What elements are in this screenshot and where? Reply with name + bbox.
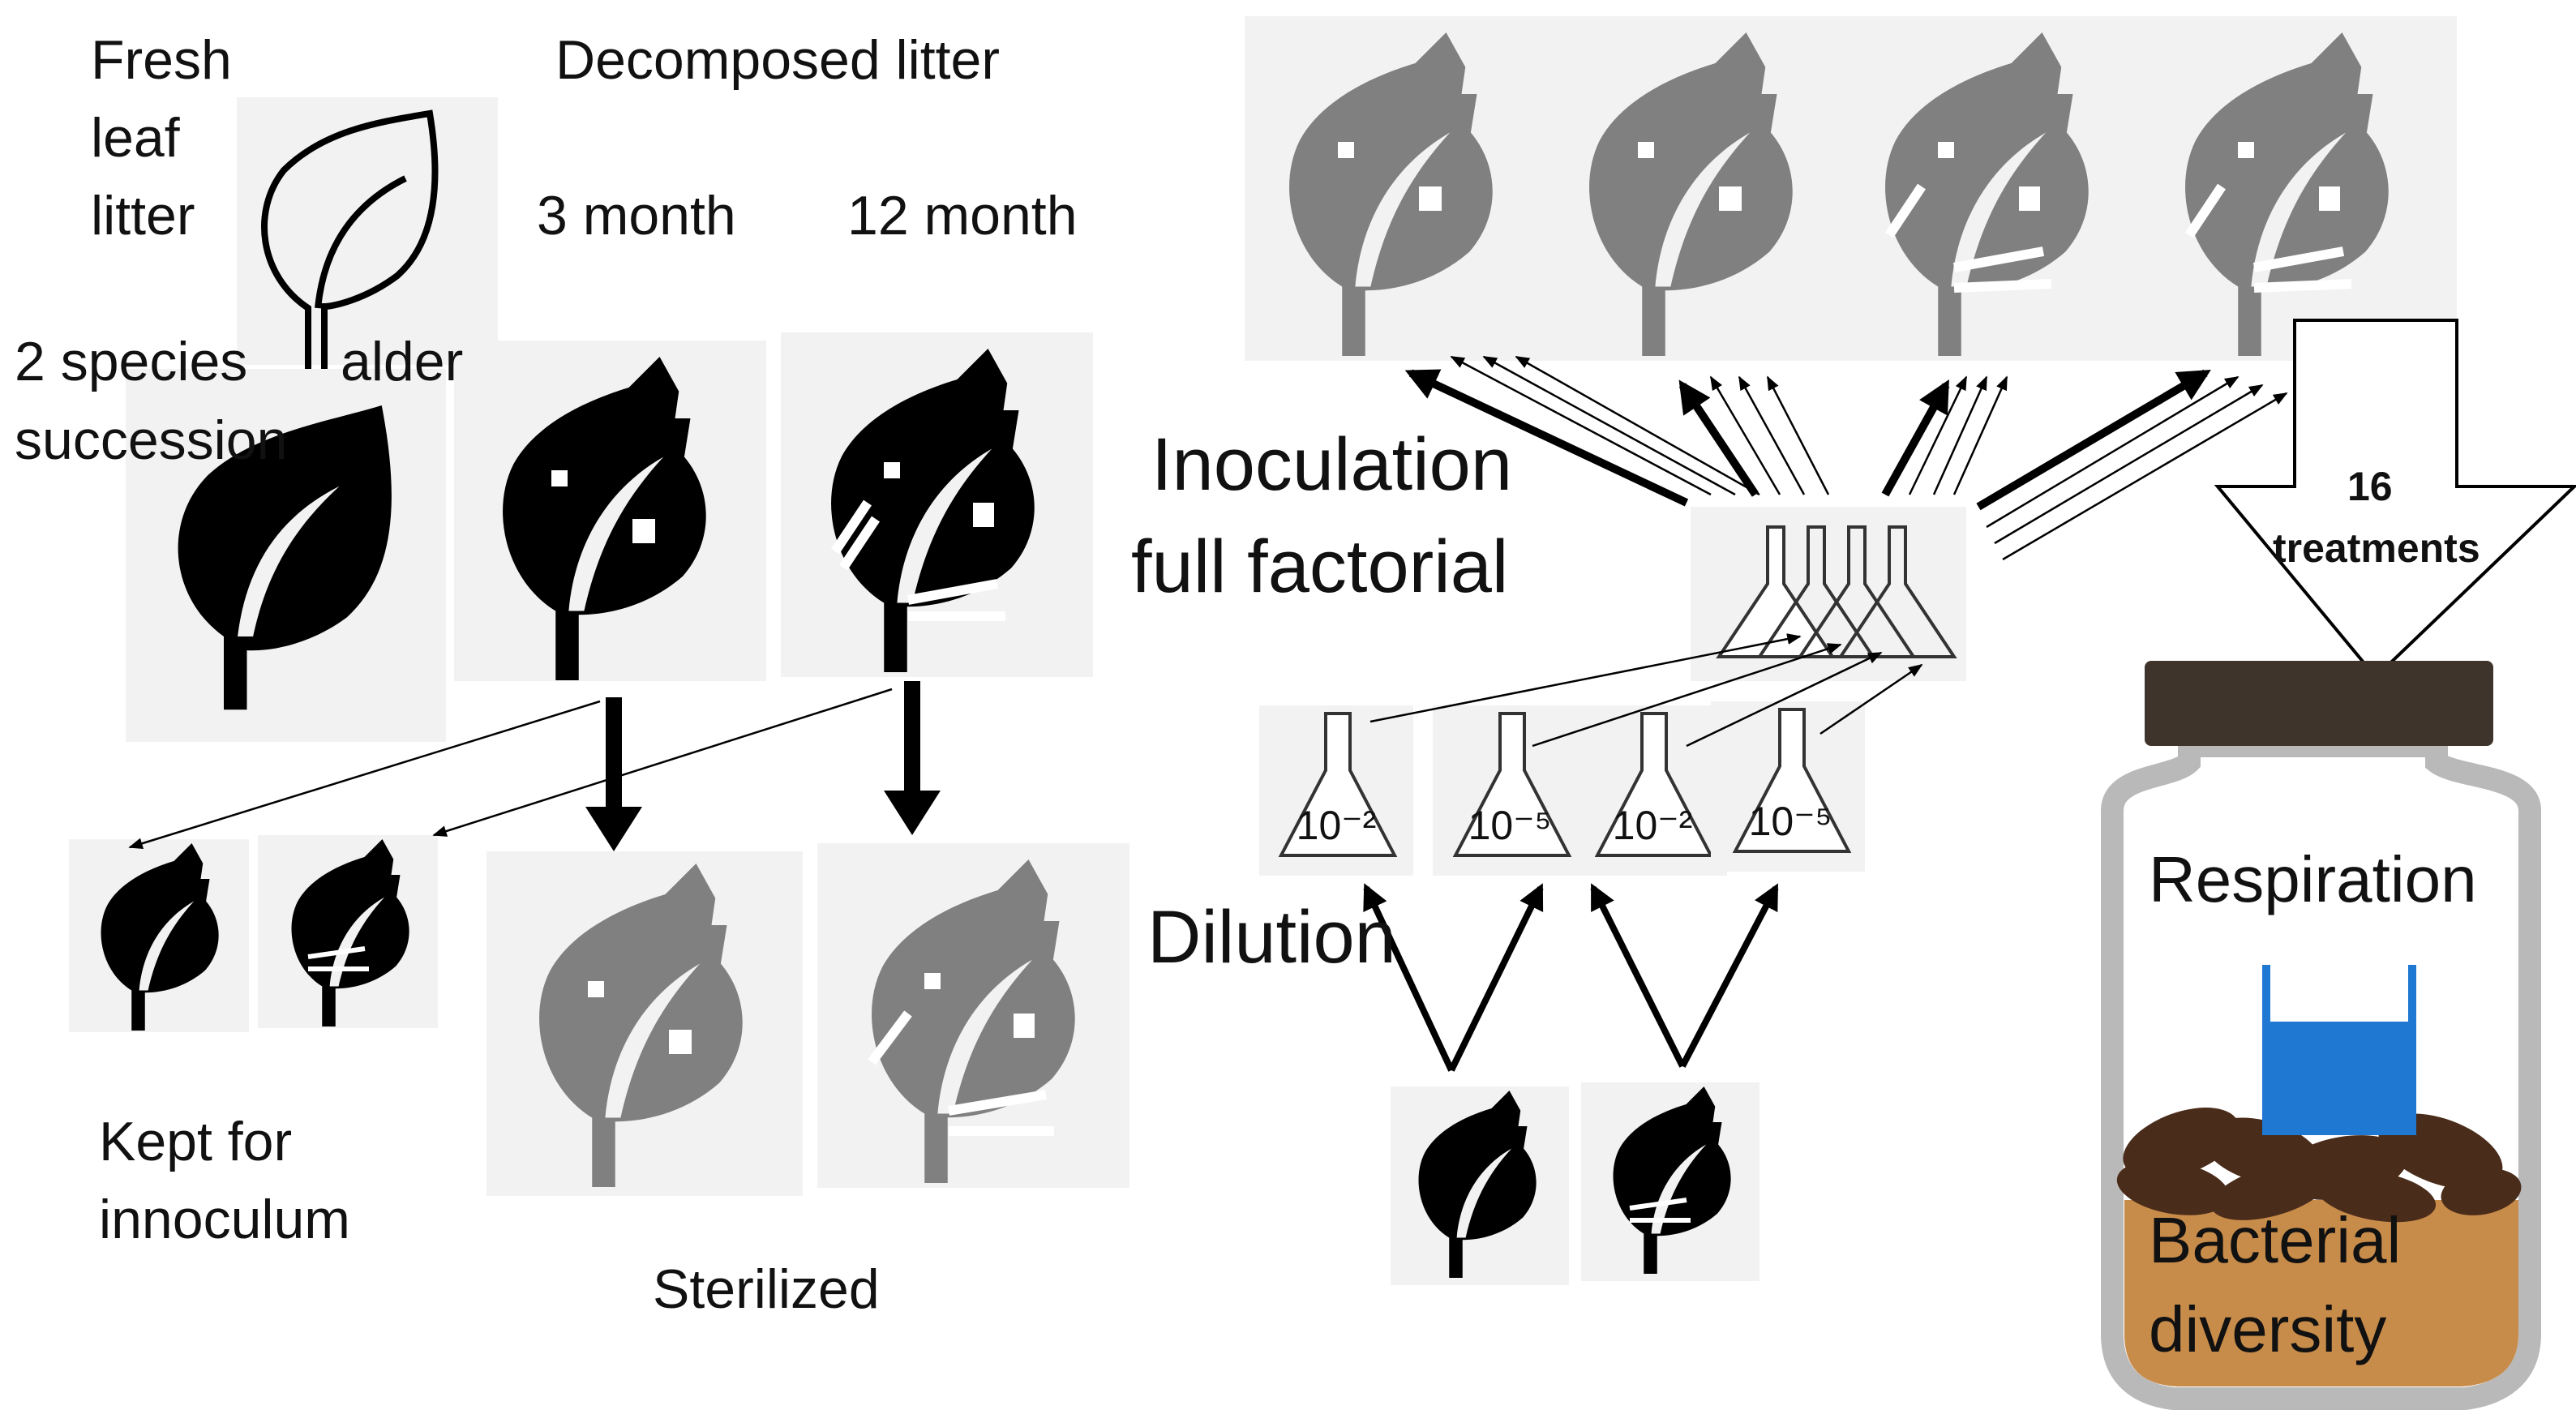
decomposed-litter-label: Decomposed litter [555,29,1001,91]
inoculation-arrows [1404,355,2288,561]
fresh-label-1: Fresh [91,29,232,91]
full-factorial-label: full factorial [1131,525,1509,608]
innoculum-label: innoculum [99,1189,350,1250]
bacterial-label: Bacterial [2149,1204,2402,1276]
three-month-label: 3 month [537,185,736,246]
twelve-month-label: 12 month [847,185,1078,246]
dilution-flask-4-label: 10⁻⁵ [1749,799,1832,844]
kept-arrow-3-month [128,700,601,850]
sterilize-arrow-12-month [884,681,941,835]
dilution-flask-2-label: 10⁻⁵ [1468,803,1552,848]
treatments-arrow [2214,319,2576,679]
alder-label: alder [341,331,464,392]
dilution-flask-1: 10⁻² [1259,705,1413,876]
kept-for-label: Kept for [99,1111,293,1172]
fresh-litter-leaf-icon [126,369,446,742]
succession-label: succession [15,409,288,471]
dilution-flask-1-label: 10⁻² [1297,803,1377,848]
sterilized-3-month-leaf-icon [486,851,803,1196]
sterilized-12-month-leaf-icon [817,843,1129,1188]
treatments-count-label: 16 [2347,464,2393,509]
decomposed-3-month-leaf-icon [454,341,766,681]
respiration-label: Respiration [2149,843,2477,915]
dilution-flask-4: 10⁻⁵ [1711,701,1865,872]
fresh-label-3: litter [91,185,195,246]
diversity-label: diversity [2149,1293,2387,1365]
decomposed-12-month-leaf-icon [781,332,1093,677]
dilution-label: Dilution [1147,896,1396,979]
inoculated-leaf-icon [2185,32,2389,357]
sterilized-label: Sterilized [653,1258,880,1320]
two-species-label: 2 species [15,331,248,392]
sterilize-arrow-3-month [585,697,642,851]
kept-inoculum-12-month-icon [258,835,438,1028]
inoculated-leaf-icon [1885,32,2089,357]
incubation-jar-icon [2101,661,2541,1410]
treatments-label: treatments [2273,525,2480,571]
inoculation-flasks-icon [1691,507,1966,681]
inoculated-leaf-icon [1289,32,1493,357]
inoculation-label: Inoculation [1151,423,1512,506]
dilution-flask-3-label: 10⁻² [1613,803,1693,848]
inoculum-source-12-month-icon [1581,1082,1759,1281]
dilution-flask-2: 10⁻⁵ [1433,705,1587,876]
fresh-leaf-icon [237,97,498,384]
dilution-to-inoculation-arrows [1369,633,1923,748]
fresh-label-2: leaf [91,107,180,169]
kept-inoculum-3-month-icon [69,839,249,1032]
inoculum-source-3-month-icon [1391,1086,1569,1285]
dilution-arrows [1363,883,1779,1072]
water-trap-icon [2262,965,2416,1135]
dilution-flask-3: 10⁻² [1573,705,1727,876]
inoculated-leaves-panel [1245,16,2457,361]
inoculated-leaf-icon [1589,32,1793,357]
kept-arrow-12-month [432,688,893,837]
